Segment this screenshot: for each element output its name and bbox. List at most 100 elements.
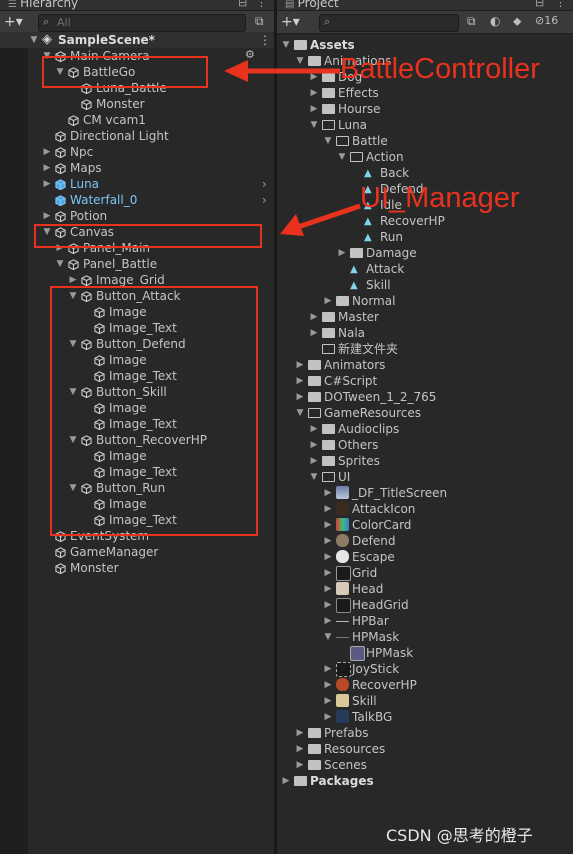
project-item[interactable]: ▶Defend [277,533,573,549]
hierarchy-item[interactable]: GameManager [0,544,274,560]
project-item[interactable]: ▶Nala [277,325,573,341]
collapsed-arrow-icon[interactable]: ▶ [310,328,318,338]
collapsed-arrow-icon[interactable]: ▶ [310,312,318,322]
collapsed-arrow-icon[interactable]: ▶ [296,728,304,738]
collapsed-arrow-icon[interactable]: ▶ [310,424,318,434]
collapsed-arrow-icon[interactable]: ▶ [324,696,332,706]
hierarchy-item[interactable]: ▶Maps [0,160,274,176]
collapsed-arrow-icon[interactable]: ▶ [310,88,318,98]
scene-row[interactable]: ▼ ◈ SampleScene* ⋮ [0,32,274,48]
collapsed-arrow-icon[interactable]: ▶ [69,275,77,285]
project-item[interactable]: ▲RecoverHP [277,213,573,229]
collapsed-arrow-icon[interactable]: ▶ [310,440,318,450]
expanded-arrow-icon[interactable]: ▼ [296,56,304,66]
hierarchy-item[interactable]: ▼Panel_Battle [0,256,274,272]
collapsed-arrow-icon[interactable]: ▶ [43,163,51,173]
project-item[interactable]: ▲Idle [277,197,573,213]
project-item[interactable]: ▼Assets [277,37,573,53]
project-item[interactable]: ▶Escape [277,549,573,565]
project-item[interactable]: ▶Master [277,309,573,325]
hierarchy-item[interactable]: Image [0,304,274,320]
hierarchy-tab[interactable]: ☰ Hierarchy [8,0,79,10]
expanded-arrow-icon[interactable]: ▼ [69,483,77,493]
hierarchy-item[interactable]: ▶Image_Grid [0,272,274,288]
project-item[interactable]: ▲Skill [277,277,573,293]
project-item[interactable]: ▶Audioclips [277,421,573,437]
hierarchy-item[interactable]: ▼BattleGo [0,64,274,80]
hierarchy-item[interactable]: ▼Button_RecoverHP [0,432,274,448]
expanded-arrow-icon[interactable]: ▼ [338,152,346,162]
project-item[interactable]: ▲Back [277,165,573,181]
panel-divider[interactable] [274,0,277,854]
filter-by-label-icon[interactable]: ⬥ [513,14,522,28]
project-item[interactable]: ▶RecoverHP [277,677,573,693]
expanded-arrow-icon[interactable]: ▼ [43,227,51,237]
project-item[interactable]: ▶Prefabs [277,725,573,741]
filter-by-type-icon[interactable]: ◐ [490,14,501,28]
hierarchy-item[interactable]: Image_Text [0,368,274,384]
hierarchy-item[interactable]: CM vcam1 [0,112,274,128]
project-item[interactable]: ▼Luna [277,117,573,133]
collapsed-arrow-icon[interactable]: ▶ [43,179,51,189]
hierarchy-item[interactable]: Monster [0,96,274,112]
project-item[interactable]: ▼Battle [277,133,573,149]
create-button[interactable]: +▾ [4,14,23,30]
collapsed-arrow-icon[interactable]: ▶ [324,712,332,722]
project-item[interactable]: ▶JoyStick [277,661,573,677]
collapsed-arrow-icon[interactable]: ▶ [324,664,332,674]
hierarchy-item[interactable]: Monster [0,560,274,576]
collapsed-arrow-icon[interactable]: ▶ [324,552,332,562]
expanded-arrow-icon[interactable]: ▼ [282,40,290,50]
project-item[interactable]: ▶Others [277,437,573,453]
expanded-arrow-icon[interactable]: ▼ [324,632,332,642]
collapsed-arrow-icon[interactable]: ▶ [310,456,318,466]
project-item[interactable]: ▶HPBar [277,613,573,629]
hierarchy-item[interactable]: Image [0,496,274,512]
project-item[interactable]: ▶Resources [277,741,573,757]
collapsed-arrow-icon[interactable]: ▶ [324,584,332,594]
collapsed-arrow-icon[interactable]: ▶ [43,211,51,221]
hierarchy-item[interactable]: ▼Button_Defend [0,336,274,352]
expanded-arrow-icon[interactable]: ▼ [69,339,77,349]
project-item[interactable]: ▶Grid [277,565,573,581]
collapsed-arrow-icon[interactable]: ▶ [296,760,304,770]
project-item[interactable]: ▼UI [277,469,573,485]
project-item[interactable]: HPMask [277,645,573,661]
project-item[interactable]: ▶C#Script [277,373,573,389]
search-by-type-icon[interactable]: ⧉ [467,14,476,28]
scene-menu-icon[interactable]: ⋮ [259,33,271,47]
project-item[interactable]: ▶Dog [277,69,573,85]
collapsed-arrow-icon[interactable]: ▶ [296,392,304,402]
hierarchy-item[interactable]: Image_Text [0,512,274,528]
expanded-arrow-icon[interactable]: ▼ [310,120,318,130]
hierarchy-item[interactable]: Waterfall_0› [0,192,274,208]
expanded-arrow-icon[interactable]: ▼ [56,67,64,77]
collapsed-arrow-icon[interactable]: ▶ [324,296,332,306]
hierarchy-item[interactable]: ▶Luna› [0,176,274,192]
collapsed-arrow-icon[interactable]: ▶ [296,360,304,370]
open-prefab-chevron-icon[interactable]: › [262,177,267,191]
lock-icon[interactable]: ⊟ [238,0,248,9]
project-item[interactable]: ▶Hourse [277,101,573,117]
project-item[interactable]: ▶Animators [277,357,573,373]
collapsed-arrow-icon[interactable]: ▶ [324,616,332,626]
expanded-arrow-icon[interactable]: ▼ [69,291,77,301]
collapsed-arrow-icon[interactable]: ▶ [310,72,318,82]
open-prefab-chevron-icon[interactable]: › [262,193,267,207]
create-button[interactable]: +▾ [281,14,300,30]
project-item[interactable]: ▶DOTween_1_2_765 [277,389,573,405]
hierarchy-item[interactable]: ▼Button_Skill [0,384,274,400]
project-item[interactable]: ▼Action [277,149,573,165]
expand-arrow-icon[interactable]: ▼ [30,35,38,45]
project-search-input[interactable]: ⌕ [319,14,459,32]
kebab-menu-icon[interactable]: ⋮ [555,0,566,9]
project-item[interactable]: ▶AttackIcon [277,501,573,517]
hierarchy-item[interactable]: ▶Potion [0,208,274,224]
hidden-packages-toggle[interactable]: ⊘16 [535,14,559,27]
hierarchy-item[interactable]: Image [0,352,274,368]
project-item[interactable]: ▶Scenes [277,757,573,773]
collapsed-arrow-icon[interactable]: ▶ [324,568,332,578]
collapsed-arrow-icon[interactable]: ▶ [56,243,64,253]
kebab-menu-icon[interactable]: ⋮ [256,0,267,9]
scene-filter-icon[interactable]: ⧉ [255,14,264,28]
